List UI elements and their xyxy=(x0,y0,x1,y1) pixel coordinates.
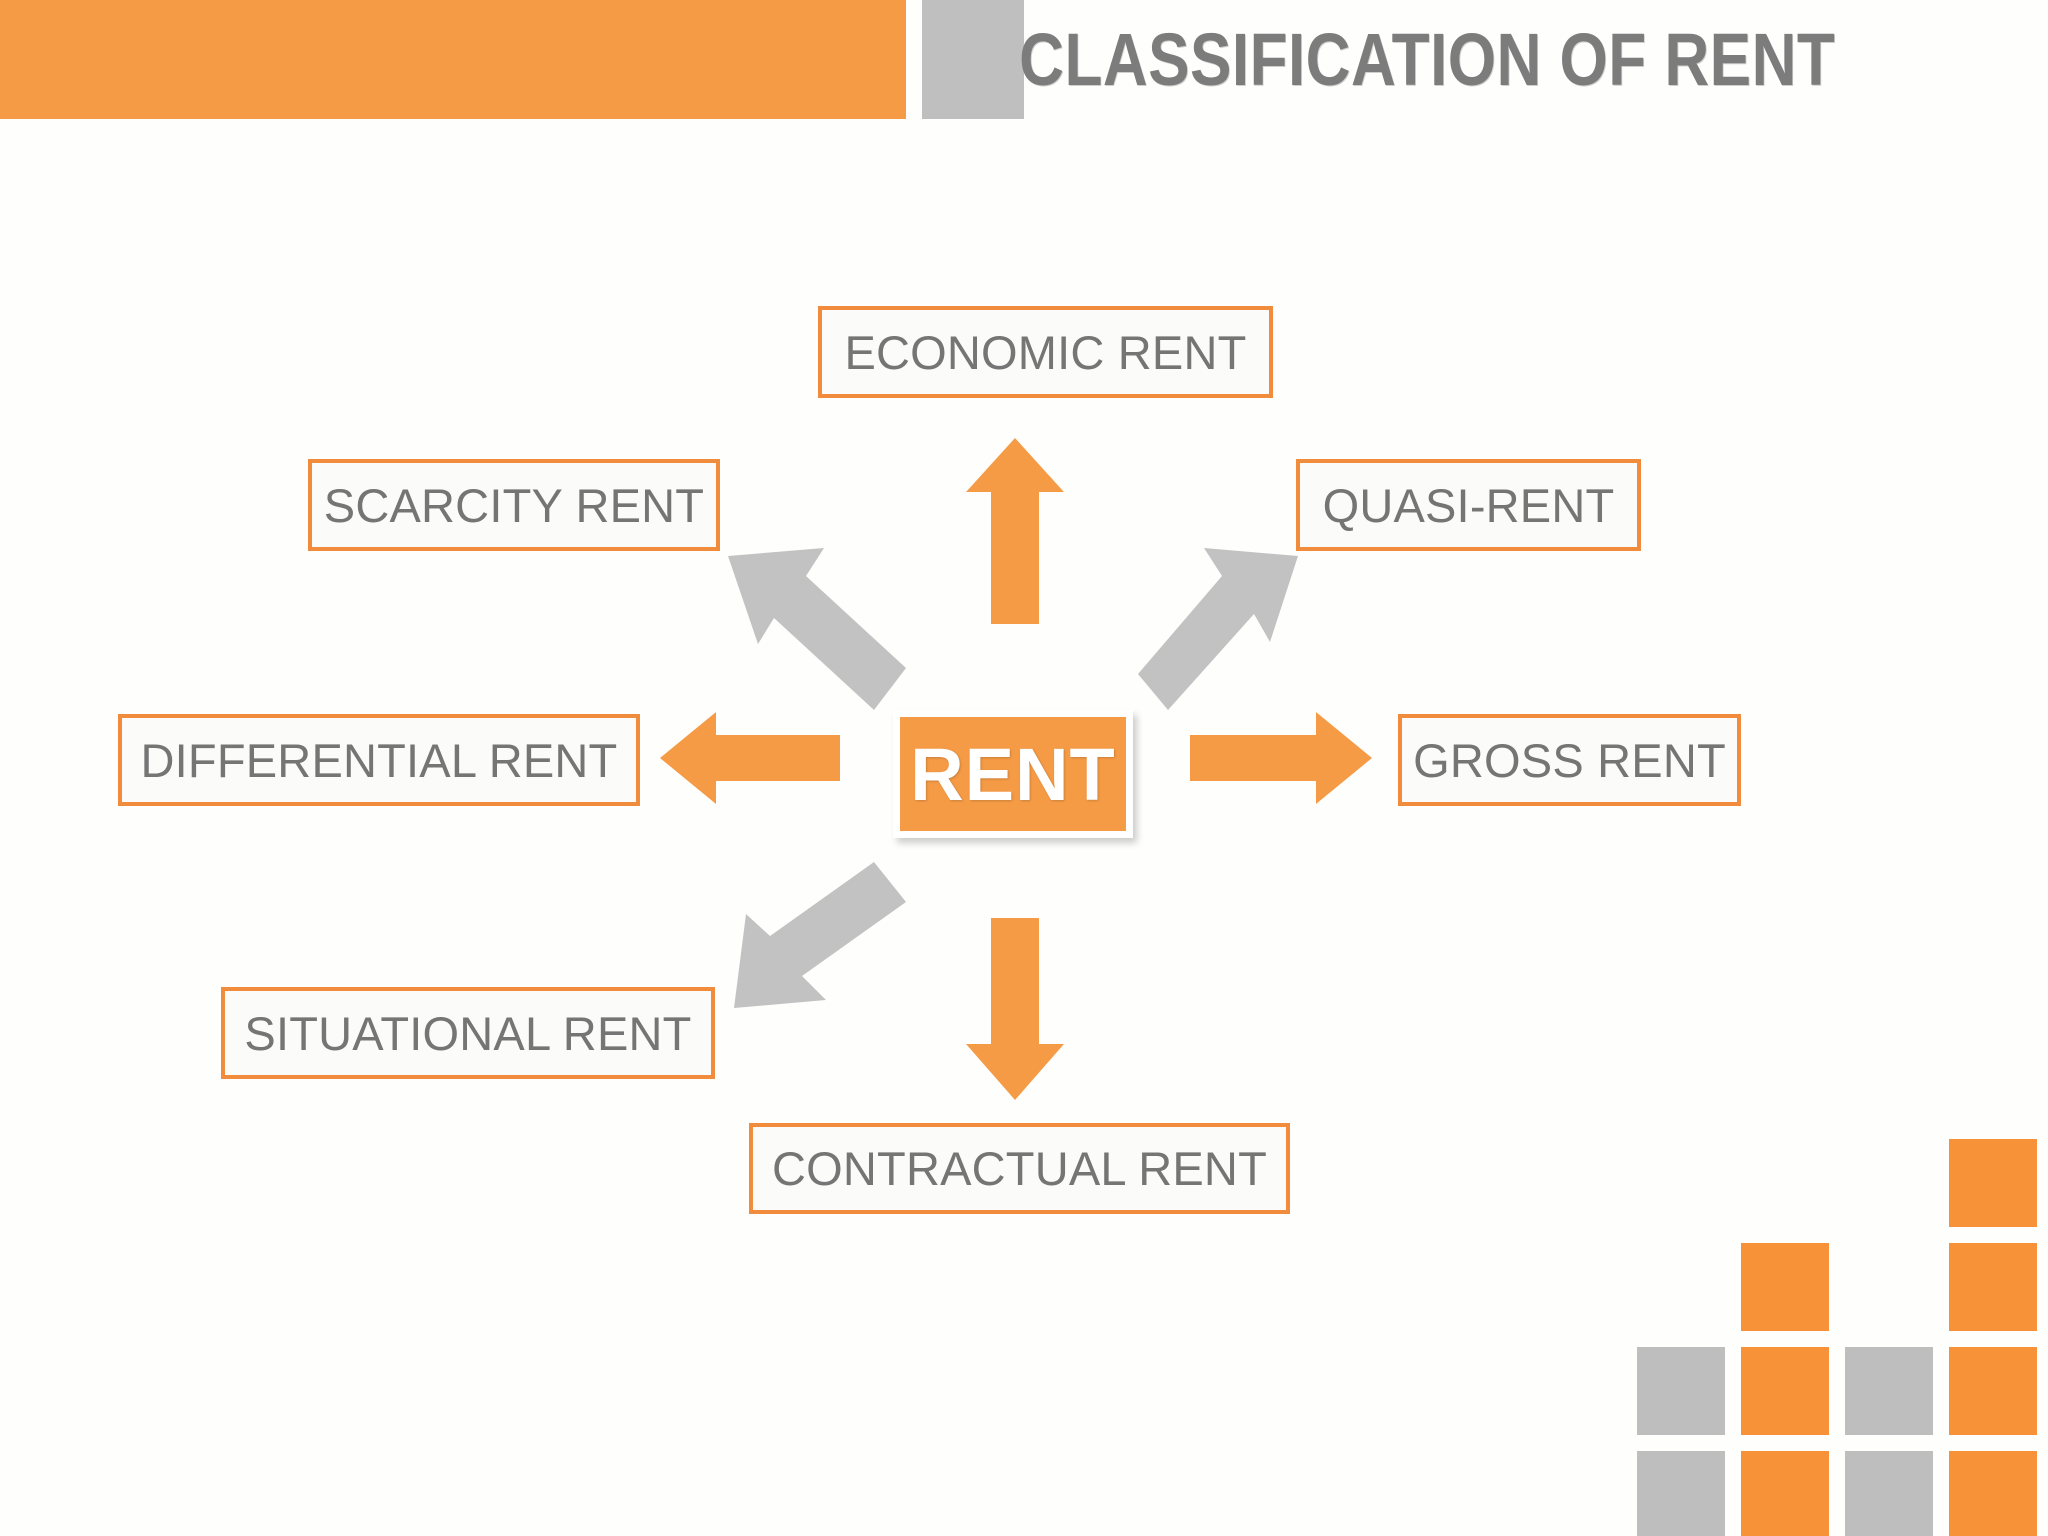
deco-square-r3-c2 xyxy=(1741,1347,1829,1435)
node-label: GROSS RENT xyxy=(1413,733,1726,787)
deco-square-r3-c4 xyxy=(1949,1347,2037,1435)
deco-square-r1-c1 xyxy=(1637,1139,1725,1227)
node-scarcity-rent[interactable]: SCARCITY RENT xyxy=(308,459,720,551)
corner-square-mosaic xyxy=(1637,1139,2041,1536)
node-label: QUASI-RENT xyxy=(1322,478,1615,532)
page-title: CLASSIFICATION OF RENT xyxy=(1019,18,1836,101)
node-label: CONTRACTUAL RENT xyxy=(772,1142,1267,1195)
deco-square-r1-c3 xyxy=(1845,1139,1933,1227)
deco-square-r4-c3 xyxy=(1845,1451,1933,1536)
deco-square-r3-c1 xyxy=(1637,1347,1725,1435)
deco-square-r3-c3 xyxy=(1845,1347,1933,1435)
arrow-up-left-icon xyxy=(728,548,906,710)
node-contractual-rent[interactable]: CONTRACTUAL RENT xyxy=(749,1123,1290,1214)
deco-square-r1-c4 xyxy=(1949,1139,2037,1227)
deco-square-r1-c2 xyxy=(1741,1139,1829,1227)
node-gross-rent[interactable]: GROSS RENT xyxy=(1398,714,1741,806)
header-gray-bar xyxy=(922,0,1024,119)
node-label: SITUATIONAL RENT xyxy=(244,1006,692,1060)
arrow-down-left-icon xyxy=(734,862,906,1014)
arrow-up-right-icon xyxy=(1138,548,1298,710)
node-situational-rent[interactable]: SITUATIONAL RENT xyxy=(221,987,715,1079)
node-differential-rent[interactable]: DIFFERENTIAL RENT xyxy=(118,714,640,806)
deco-square-r2-c3 xyxy=(1845,1243,1933,1331)
arrow-left-icon xyxy=(660,712,840,804)
center-hub-rent[interactable]: RENT xyxy=(893,710,1133,838)
deco-square-r4-c4 xyxy=(1949,1451,2037,1536)
deco-square-r4-c2 xyxy=(1741,1451,1829,1536)
node-label: ECONOMIC RENT xyxy=(844,325,1247,379)
deco-square-r4-c1 xyxy=(1637,1451,1725,1536)
arrow-up-icon xyxy=(966,438,1064,624)
deco-square-r2-c1 xyxy=(1637,1243,1725,1331)
deco-square-r2-c2 xyxy=(1741,1243,1829,1331)
deco-square-r2-c4 xyxy=(1949,1243,2037,1331)
node-label: SCARCITY RENT xyxy=(323,478,705,532)
arrow-down-icon xyxy=(966,918,1064,1100)
node-economic-rent[interactable]: ECONOMIC RENT xyxy=(818,306,1273,398)
center-hub-label: RENT xyxy=(900,717,1126,831)
header-orange-bar xyxy=(0,0,906,119)
node-label: DIFFERENTIAL RENT xyxy=(140,733,618,787)
node-quasi-rent[interactable]: QUASI-RENT xyxy=(1296,459,1641,551)
arrow-right-icon xyxy=(1190,712,1372,804)
